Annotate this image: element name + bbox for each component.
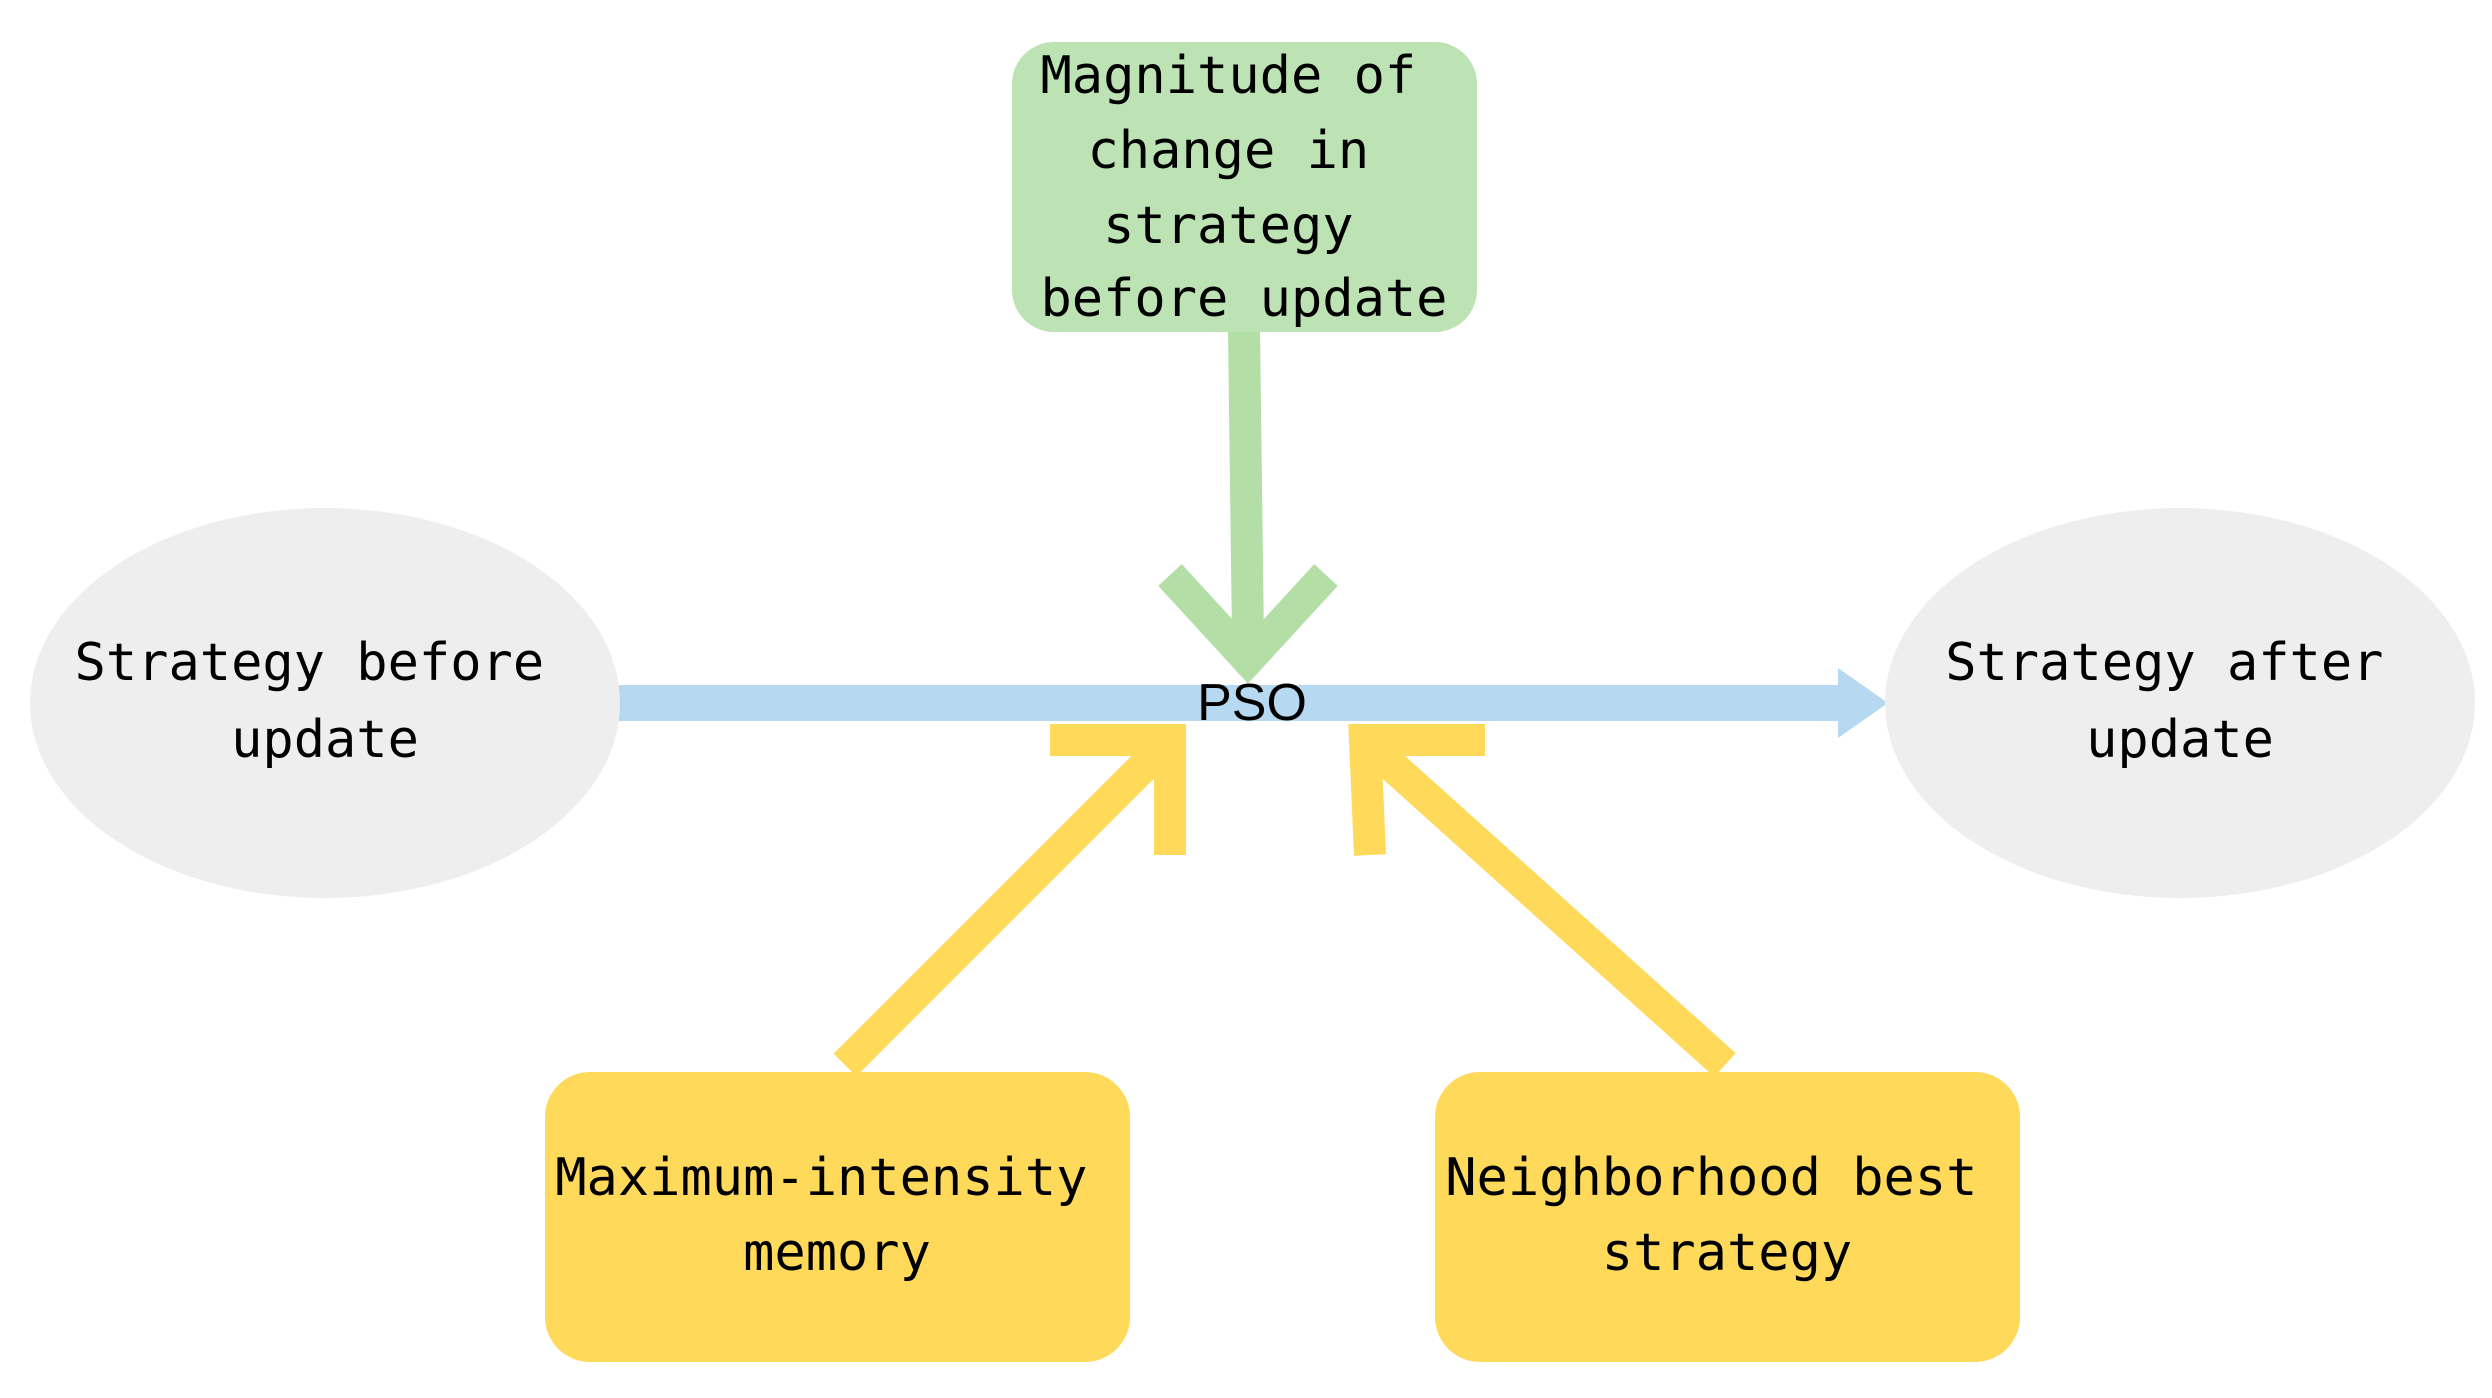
neighborhood-best-line-2: strategy xyxy=(1602,1223,1852,1283)
max-memory-line-1: Maximum-intensity xyxy=(555,1148,1087,1208)
pso-arrow-head xyxy=(1838,668,1888,738)
magnitude-box xyxy=(1012,42,1477,332)
strategy-before-line-2: update xyxy=(231,710,419,770)
yellow-arrow-right xyxy=(1348,724,1736,1077)
magnitude-line-1: Magnitude of xyxy=(1041,46,1417,106)
yellow-arrow-right-shaft xyxy=(1369,743,1736,1077)
max-memory-label: Maximum-intensity memory xyxy=(555,1148,1119,1283)
max-memory-node: Maximum-intensity memory xyxy=(545,1072,1130,1362)
yellow-arrow-right-head xyxy=(1348,724,1485,856)
strategy-before-line-1: Strategy before xyxy=(75,633,545,693)
neighborhood-best-box xyxy=(1435,1072,2020,1362)
strategy-after-line-2: update xyxy=(2086,710,2274,770)
magnitude-line-3: strategy xyxy=(1103,196,1353,256)
green-arrow-shaft xyxy=(1228,329,1264,641)
neighborhood-best-line-1: Neighborhood best xyxy=(1445,1148,1977,1208)
strategy-after-line-1: Strategy after xyxy=(1945,633,2383,693)
magnitude-line-2: change in xyxy=(1087,121,1369,181)
green-arrow xyxy=(1158,329,1338,684)
neighborhood-best-node: Neighborhood best strategy xyxy=(1435,1072,2020,1362)
max-memory-box xyxy=(545,1072,1130,1362)
yellow-arrow-left-head xyxy=(1050,724,1186,855)
magnitude-line-4: before update xyxy=(1041,269,1448,329)
yellow-arrow-left-shaft xyxy=(833,743,1167,1077)
strategy-after-node: Strategy after update xyxy=(1885,508,2475,898)
strategy-after-ellipse xyxy=(1885,508,2475,898)
neighborhood-best-label: Neighborhood best strategy xyxy=(1445,1148,2009,1283)
magnitude-node: Magnitude of change in strategy before u… xyxy=(1012,42,1477,332)
pso-flow-arrow xyxy=(610,668,1888,738)
magnitude-label: Magnitude of change in strategy before u… xyxy=(1041,46,1448,329)
pso-arrow-shaft xyxy=(610,685,1845,721)
green-arrow-head xyxy=(1158,564,1338,684)
strategy-before-node: Strategy before update xyxy=(30,508,620,898)
strategy-before-ellipse xyxy=(30,508,620,898)
strategy-before-label: Strategy before update xyxy=(75,633,576,770)
yellow-arrow-left xyxy=(833,724,1186,1077)
max-memory-line-2: memory xyxy=(743,1223,931,1283)
pso-label: PSO xyxy=(1197,674,1307,732)
strategy-after-label: Strategy after update xyxy=(1945,633,2415,770)
